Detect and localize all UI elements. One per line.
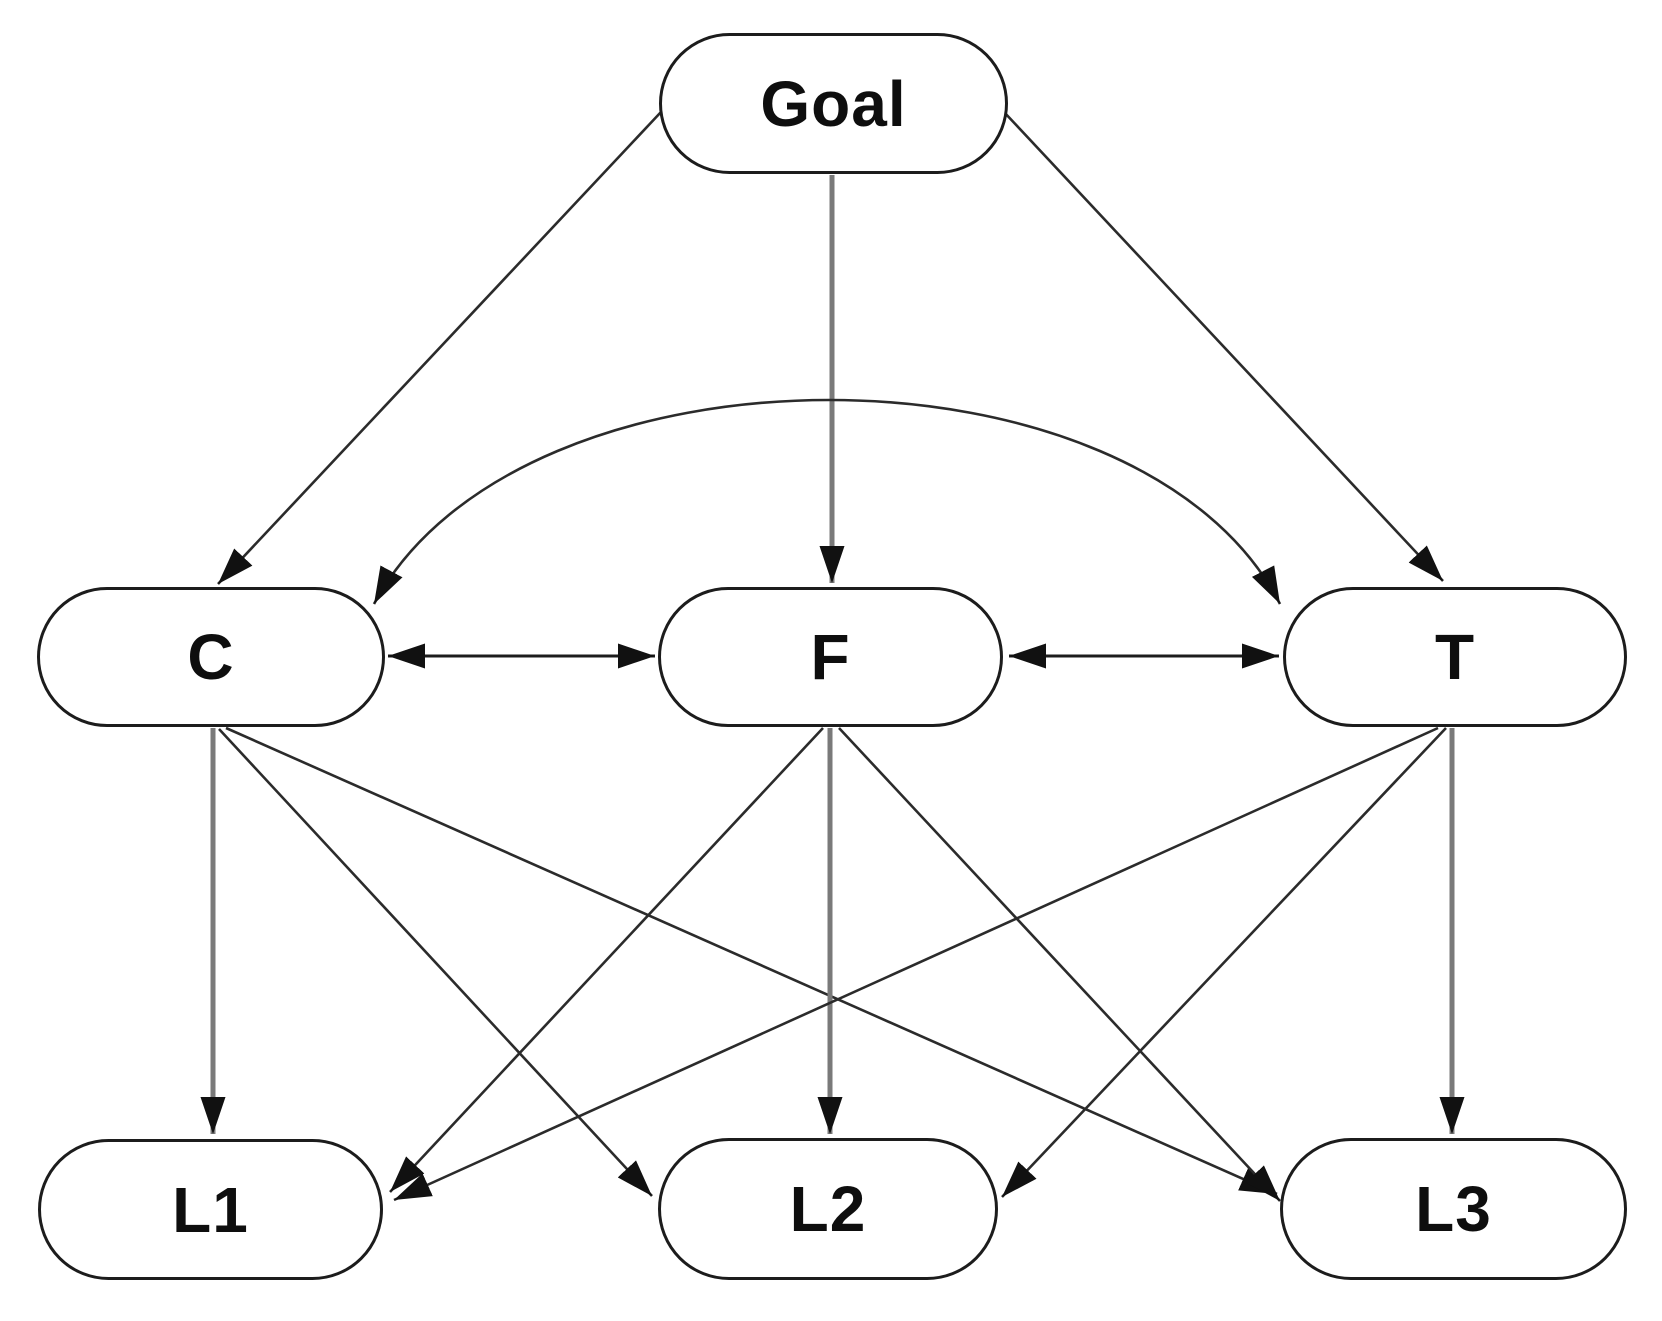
edge-goal-to-t bbox=[1003, 111, 1444, 582]
node-l2: L2 bbox=[658, 1138, 998, 1280]
node-l1: L1 bbox=[38, 1139, 383, 1280]
edge-goal-to-c bbox=[217, 111, 662, 585]
edge-c-to-l2 bbox=[218, 728, 653, 1197]
edge-c-t-arc bbox=[372, 398, 1282, 605]
edge-t-to-l2 bbox=[1001, 727, 1447, 1198]
node-l3: L3 bbox=[1280, 1138, 1627, 1280]
node-f: F bbox=[658, 587, 1003, 727]
edge-t-to-l1 bbox=[393, 726, 1439, 1202]
node-c: C bbox=[37, 587, 385, 727]
node-t: T bbox=[1283, 587, 1627, 727]
edge-f-to-l1 bbox=[389, 727, 824, 1193]
node-goal: Goal bbox=[659, 33, 1008, 174]
edge-f-to-l3 bbox=[838, 727, 1281, 1202]
edge-c-to-l3 bbox=[225, 726, 1278, 1196]
